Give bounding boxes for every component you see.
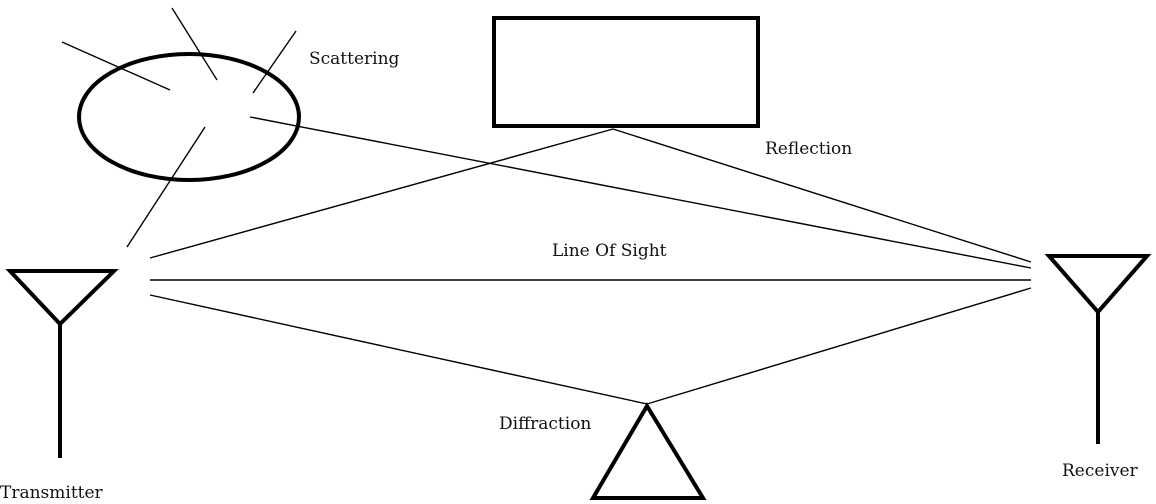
transmitter-label: Transmitter [0, 483, 104, 503]
receiver-antenna-head [1044, 254, 1152, 316]
diffraction-object [589, 402, 707, 500]
scatter-ray-3 [252, 30, 297, 94]
scattering-object [61, 7, 301, 248]
transmitter-antenna-head [5, 269, 119, 327]
propagation-paths [149, 116, 1032, 405]
receiver-antenna-icon [1044, 254, 1152, 444]
transmitter-antenna-icon [5, 269, 119, 458]
scatter-ray-1 [61, 41, 171, 91]
scattering-path [249, 116, 1032, 269]
diffraction-label: Diffraction [499, 414, 591, 434]
diffraction-path-diffracted [646, 287, 1032, 405]
scattering-ellipse [77, 52, 301, 182]
diffraction-path-incident [149, 294, 648, 405]
reflection-label: Reflection [765, 139, 852, 159]
line-of-sight-label: Line Of Sight [552, 241, 667, 261]
scatter-ray-to-transmitter [126, 126, 206, 248]
reflection-path-reflected [612, 128, 1032, 263]
reflection-path-incident [149, 128, 614, 259]
receiver-label: Receiver [1062, 461, 1139, 481]
scatter-ray-2 [171, 7, 218, 81]
scattering-label: Scattering [309, 49, 400, 69]
reflection-object [492, 16, 760, 128]
